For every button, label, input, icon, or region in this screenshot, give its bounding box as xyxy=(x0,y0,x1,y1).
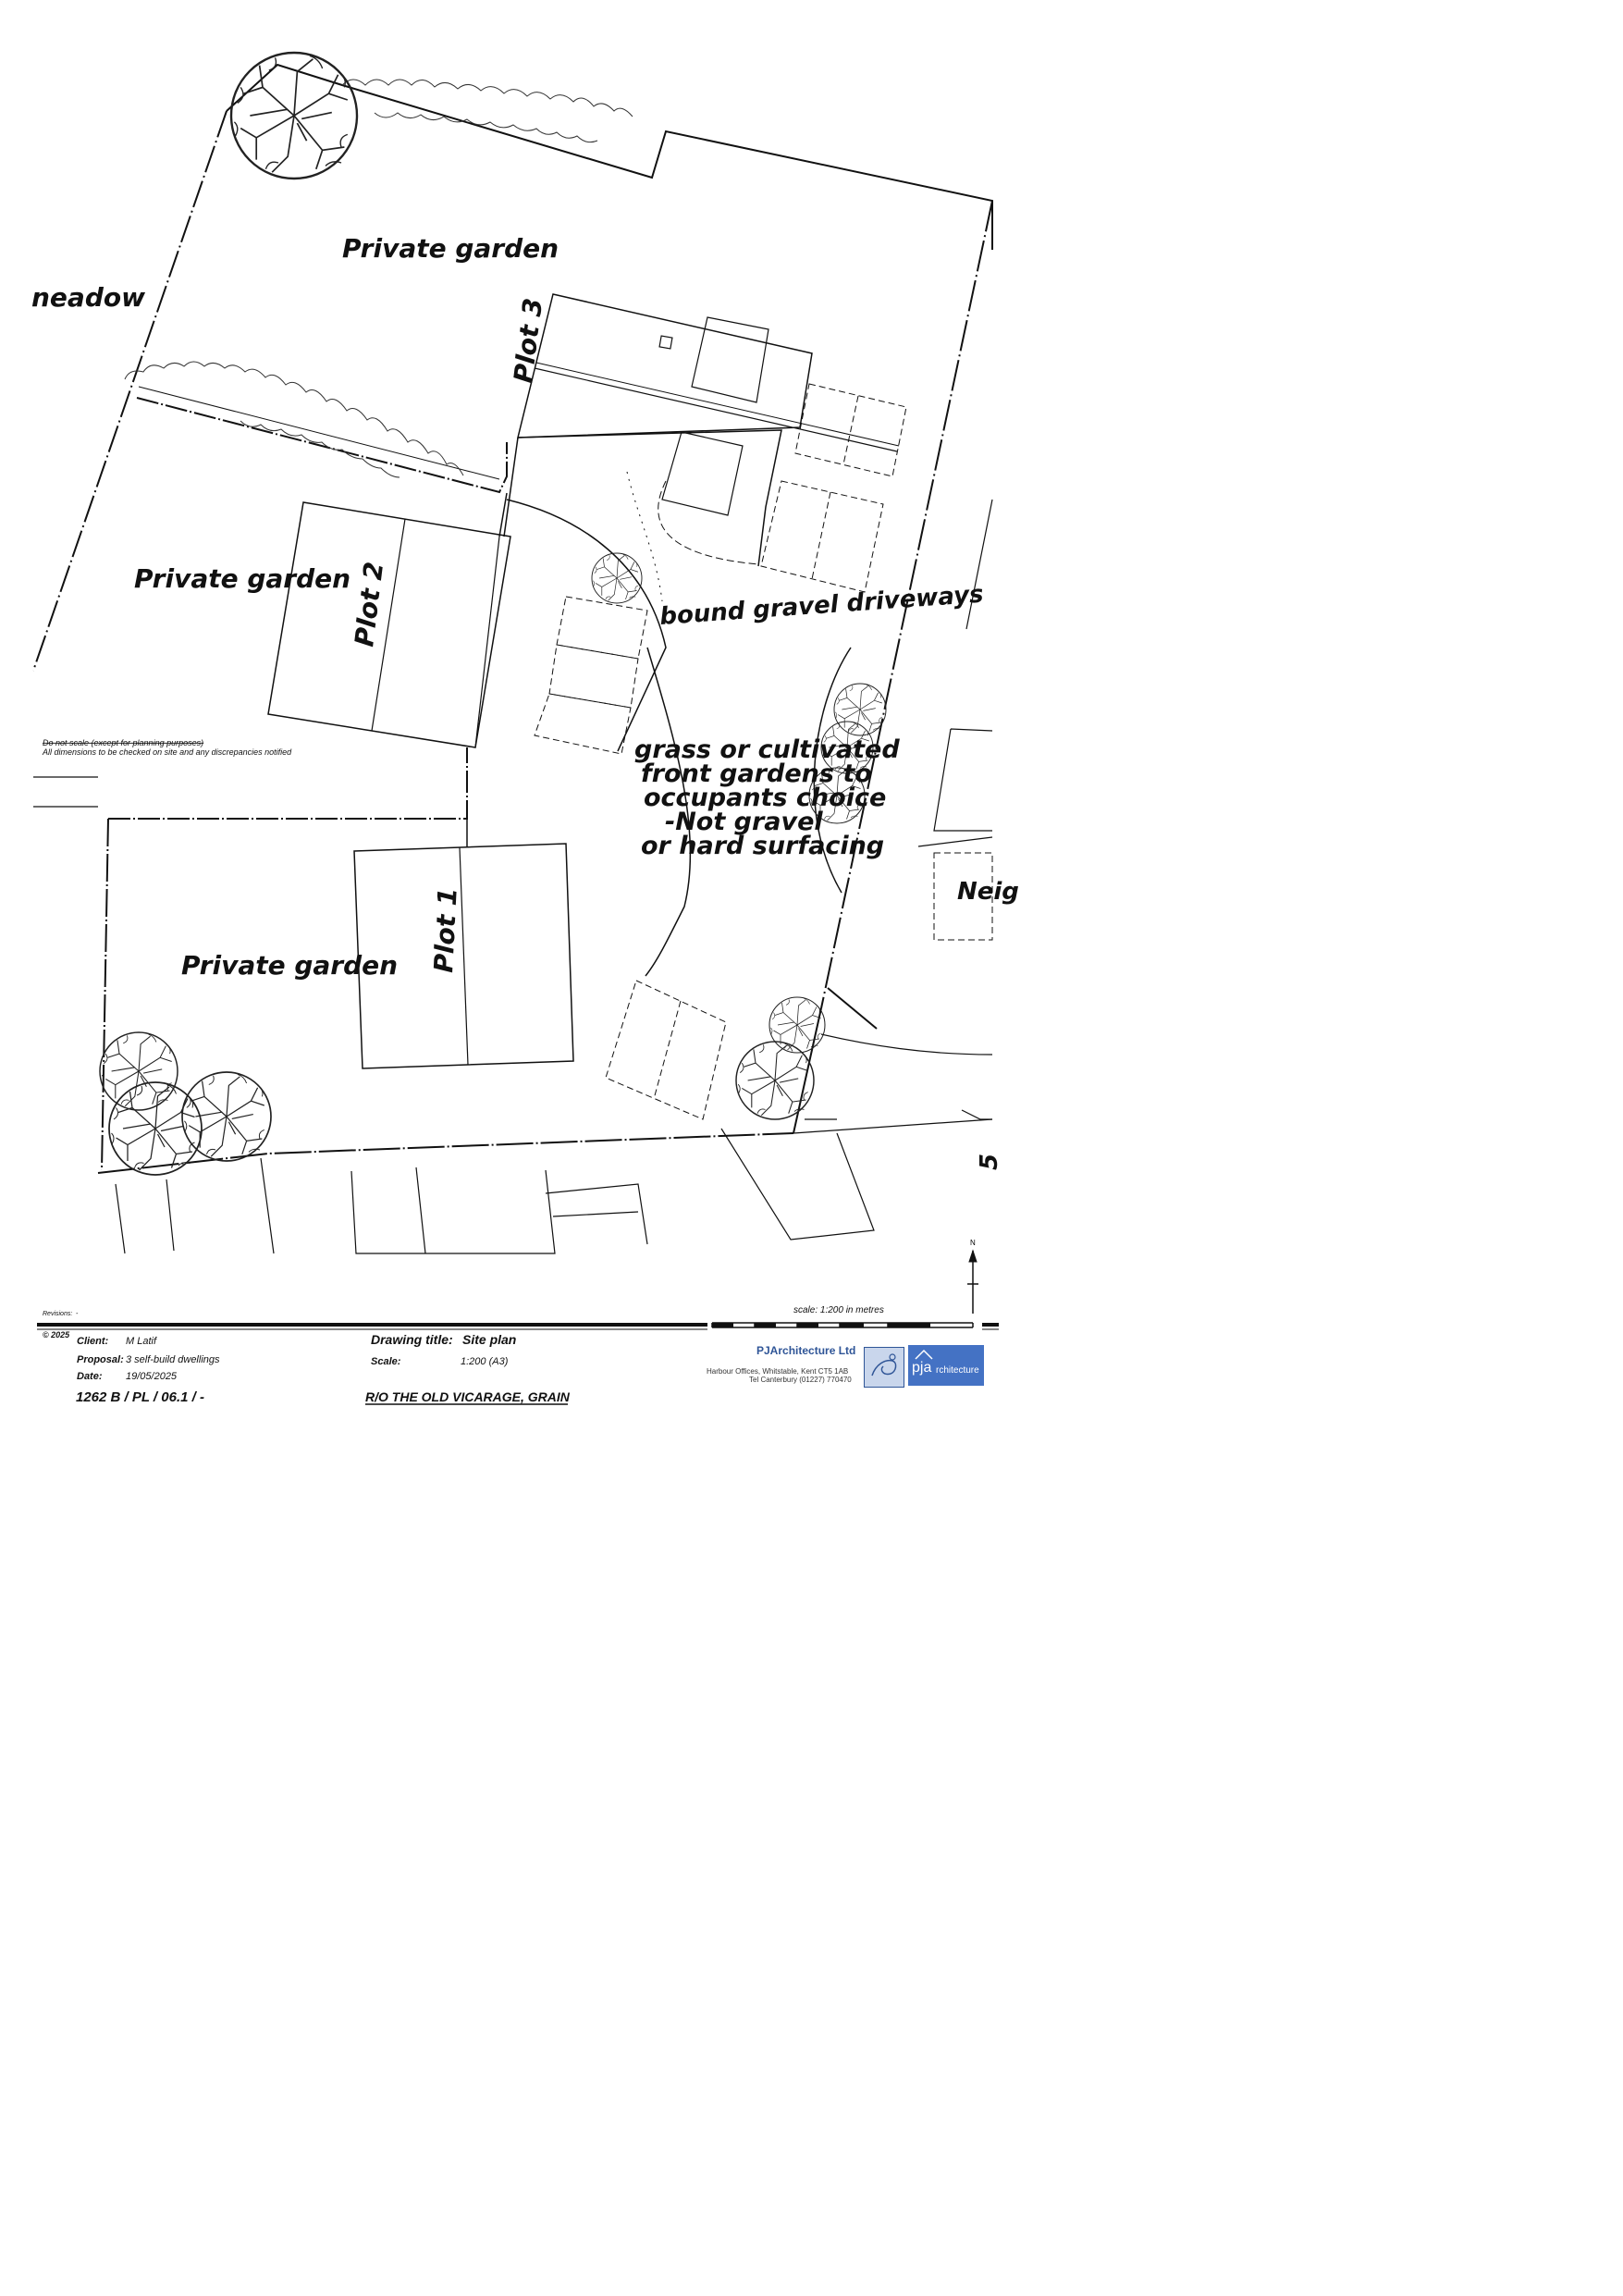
revisions-label: Revisions: xyxy=(43,1311,73,1317)
plot-2-footprint xyxy=(267,501,511,748)
tree-icon xyxy=(833,683,887,736)
label-road-number: 5 xyxy=(976,1154,1003,1170)
driveway-curve-2 xyxy=(626,471,663,602)
firm-address: Harbour Offices, Whitstable, Kent CT5 1A… xyxy=(707,1367,849,1376)
front-garden-edge xyxy=(645,647,692,977)
label-garden-bottom: Private garden xyxy=(181,950,398,981)
label-plot-1: Plot 1 xyxy=(428,887,463,974)
note-dimensions: All dimensions to be checked on site and… xyxy=(42,747,292,757)
label-driveways: bound gravel driveways xyxy=(658,581,984,631)
firm-phone: Tel Canterbury (01227) 770470 xyxy=(749,1376,852,1384)
north-arrow-icon xyxy=(967,1249,978,1314)
label-plot-3: Plot 3 xyxy=(508,297,548,385)
driveway-edge xyxy=(658,480,759,565)
site-boundary-west-top xyxy=(32,110,227,672)
neighbouring-linework xyxy=(33,499,993,1254)
parking-bays xyxy=(534,383,993,1120)
copyright: © 2025 xyxy=(43,1330,70,1339)
plot-3-wing-a xyxy=(691,316,769,403)
plot-3-wing-b xyxy=(661,431,744,516)
drawing-title-label: Drawing title: xyxy=(371,1332,453,1347)
site-boundary-south xyxy=(97,1132,794,1174)
label-front-gardens-5: or hard surfacing xyxy=(641,832,884,860)
note-scale: Do not scale (except for planning purpos… xyxy=(43,738,203,747)
road-curve xyxy=(820,1033,993,1055)
label-garden-top: Private garden xyxy=(342,233,559,264)
plot-2-garden-boundary xyxy=(108,747,468,820)
hedge-south xyxy=(124,361,464,478)
client-label: Client: xyxy=(77,1336,109,1347)
date-label: Date: xyxy=(77,1371,103,1382)
plot-1-footprint xyxy=(353,843,574,1069)
firm-name: PJArchitecture Ltd xyxy=(756,1344,856,1357)
label-front-gardens-4: -Not gravel xyxy=(665,808,823,836)
scale-bar-fill xyxy=(712,1323,930,1327)
plot-3-front-boundary xyxy=(503,437,519,537)
site-address: R/O THE OLD VICARAGE, GRAIN xyxy=(365,1389,570,1404)
logo-badge: pja rchitecture xyxy=(908,1345,984,1386)
plot-3-flue xyxy=(658,335,673,350)
plot-3-footprint xyxy=(517,293,813,438)
plot-3-lower-wing xyxy=(517,429,782,567)
plot-3-garden-boundary-inner xyxy=(138,386,500,480)
plot-3-garden-boundary xyxy=(136,397,508,494)
label-meadow: neadow xyxy=(31,282,145,313)
client-value: M Latif xyxy=(126,1336,157,1347)
hedge-north xyxy=(341,79,633,143)
label-plot-2: Plot 2 xyxy=(349,561,389,648)
north-label: N xyxy=(970,1239,976,1247)
label-front-gardens-3: occupants choice xyxy=(644,784,886,812)
scale-label: Scale: xyxy=(371,1356,401,1367)
site-boundary-east xyxy=(820,200,993,1009)
title-block-frame xyxy=(37,1323,999,1330)
tree-icon xyxy=(181,1071,272,1162)
proposal-value: 3 self-build dwellings xyxy=(126,1354,220,1365)
logo-figure-drawing xyxy=(871,1353,897,1376)
label-neighbour: Neig xyxy=(957,878,1019,906)
drawing-number: 1262 B / PL / 06.1 / - xyxy=(76,1389,204,1405)
site-linework xyxy=(32,63,993,1254)
plot-1-ridge xyxy=(459,846,469,1066)
plot-2-ridge xyxy=(371,518,406,732)
logo-figure-icon xyxy=(864,1347,904,1388)
east-verge xyxy=(813,647,852,894)
tree-icon xyxy=(99,1031,178,1111)
date-value: 19/05/2025 xyxy=(126,1371,178,1382)
proposal-label: Proposal: xyxy=(77,1354,124,1365)
plot-2-side-boundary xyxy=(498,492,508,537)
logo-house-icon xyxy=(915,1349,933,1360)
drawing-title-value: Site plan xyxy=(462,1332,517,1347)
scale-value: 1:200 (A3) xyxy=(461,1356,509,1367)
logo-text-b: rchitecture xyxy=(936,1365,979,1376)
label-front-gardens-2: front gardens to xyxy=(641,759,872,788)
logo-text-a: pja xyxy=(912,1360,932,1376)
label-front-gardens-1: grass or cultivated xyxy=(634,735,900,764)
tree-icon xyxy=(229,51,359,180)
revisions-value: - xyxy=(76,1311,79,1317)
driveway-curve-1 xyxy=(506,499,667,752)
plot-3-ridge xyxy=(534,367,898,452)
site-boundary-west-bottom xyxy=(101,818,109,1171)
tree-icon xyxy=(735,1041,815,1120)
scale-bar-label: scale: 1:200 in metres xyxy=(793,1305,884,1315)
label-garden-mid: Private garden xyxy=(134,563,350,594)
